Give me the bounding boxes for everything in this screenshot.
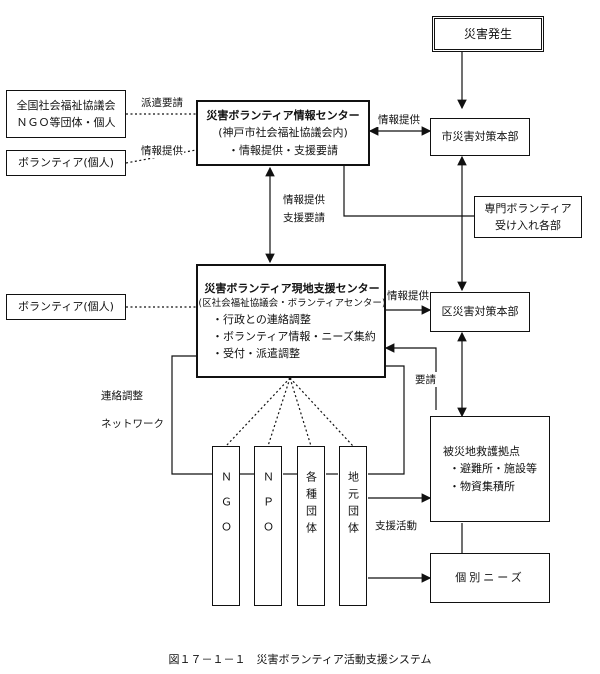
dotted-fan-npo	[267, 377, 291, 447]
label-liaison: 連絡調整	[100, 388, 144, 403]
line-info-to-specialized	[343, 166, 474, 217]
figure-caption: 図１７－１－１ 災害ボランティア活動支援システム	[168, 653, 432, 666]
label-network: ネットワーク	[100, 416, 165, 431]
base-item2: ・物資集積所	[449, 479, 515, 493]
org-local-box: 地元団体	[339, 446, 367, 606]
needs-text: 個別ニーズ	[455, 571, 525, 585]
org-npo-box: ＮＰＯ	[254, 446, 282, 606]
arrow-base-to-local	[384, 343, 437, 410]
info-center-box: 災害ボランティア情報センター (神戸市社会福祉協議会内) ・情報提供・支援要請	[196, 100, 370, 166]
disaster-text: 災害発生	[463, 26, 512, 41]
org-various-text: 各種団体	[304, 471, 318, 539]
national-ngo-box: 全国社会福祉協議会 ＮＧＯ等団体・個人	[6, 90, 126, 138]
city-hq-box: 市災害対策本部	[430, 118, 530, 156]
needs-box: 個別ニーズ	[430, 553, 550, 603]
dotted-volunteer1-to-info	[125, 149, 197, 164]
local-center-item3: ・受付・派遣調整	[212, 347, 300, 361]
base-item1: ・避難所・施設等	[449, 462, 537, 476]
national-ngo-line1: 全国社会福祉協議会	[16, 98, 116, 112]
org-various-box: 各種団体	[297, 446, 325, 606]
specialized-line1: 専門ボランティア	[484, 201, 572, 215]
dotted-fan-local	[289, 377, 354, 447]
city-hq-text: 市災害対策本部	[441, 130, 519, 144]
label-info-provision-3a: 情報提供	[282, 192, 326, 207]
label-info-provision-3b: 支援要請	[282, 210, 326, 225]
network-loop	[171, 355, 212, 475]
base-title: 被災地救護拠点	[443, 445, 520, 459]
disaster-box: 災害発生	[432, 16, 544, 52]
ward-hq-box: 区災害対策本部	[430, 292, 530, 332]
national-ngo-line2: ＮＧＯ等団体・個人	[16, 116, 116, 129]
label-info-provision-4: 情報提供	[386, 288, 430, 303]
network-right	[368, 365, 405, 475]
dotted-fan-ngo	[225, 377, 291, 447]
local-center-item1: ・行政との連絡調整	[212, 313, 311, 327]
local-center-title: 災害ボランティア現地支援センター	[204, 281, 380, 295]
label-info-provision-1: 情報提供	[140, 143, 184, 158]
label-support: 支援活動	[374, 518, 418, 533]
volunteer-individual-text-2: ボランティア(個人)	[18, 300, 114, 314]
specialized-volunteers-box: 専門ボランティア 受け入れ各部	[474, 196, 582, 238]
org-ngo-box: ＮＧＯ	[212, 446, 240, 606]
dotted-fan-various	[289, 377, 312, 447]
org-npo-text: ＮＰＯ	[261, 471, 275, 546]
local-center-sub: (区社会福祉協議会・ボランティアセンター)	[198, 297, 386, 309]
info-center-item: ・情報提供・支援要請	[228, 143, 338, 157]
ward-hq-text: 区災害対策本部	[441, 305, 519, 319]
local-center-item2: ・ボランティア情報・ニーズ集約	[212, 330, 376, 344]
volunteer-individual-box-1: ボランティア(個人)	[6, 150, 126, 176]
label-info-provision-2: 情報提供	[377, 112, 421, 127]
info-center-sub: (神戸市社会福祉協議会内)	[218, 126, 348, 140]
base-box: 被災地救護拠点 ・避難所・施設等 ・物資集積所	[430, 416, 550, 522]
org-local-text: 地元団体	[346, 471, 360, 539]
local-center-box: 災害ボランティア現地支援センター (区社会福祉協議会・ボランティアセンター) ・…	[196, 264, 386, 378]
info-center-title: 災害ボランティア情報センター	[206, 109, 360, 123]
label-dispatch-request: 派遣要請	[140, 95, 184, 110]
volunteer-individual-box-2: ボランティア(個人)	[6, 294, 126, 320]
org-ngo-text: ＮＧＯ	[219, 471, 233, 546]
label-request: 要請	[414, 372, 437, 387]
volunteer-individual-text-1: ボランティア(個人)	[18, 156, 114, 170]
specialized-line2: 受け入れ各部	[495, 219, 561, 232]
